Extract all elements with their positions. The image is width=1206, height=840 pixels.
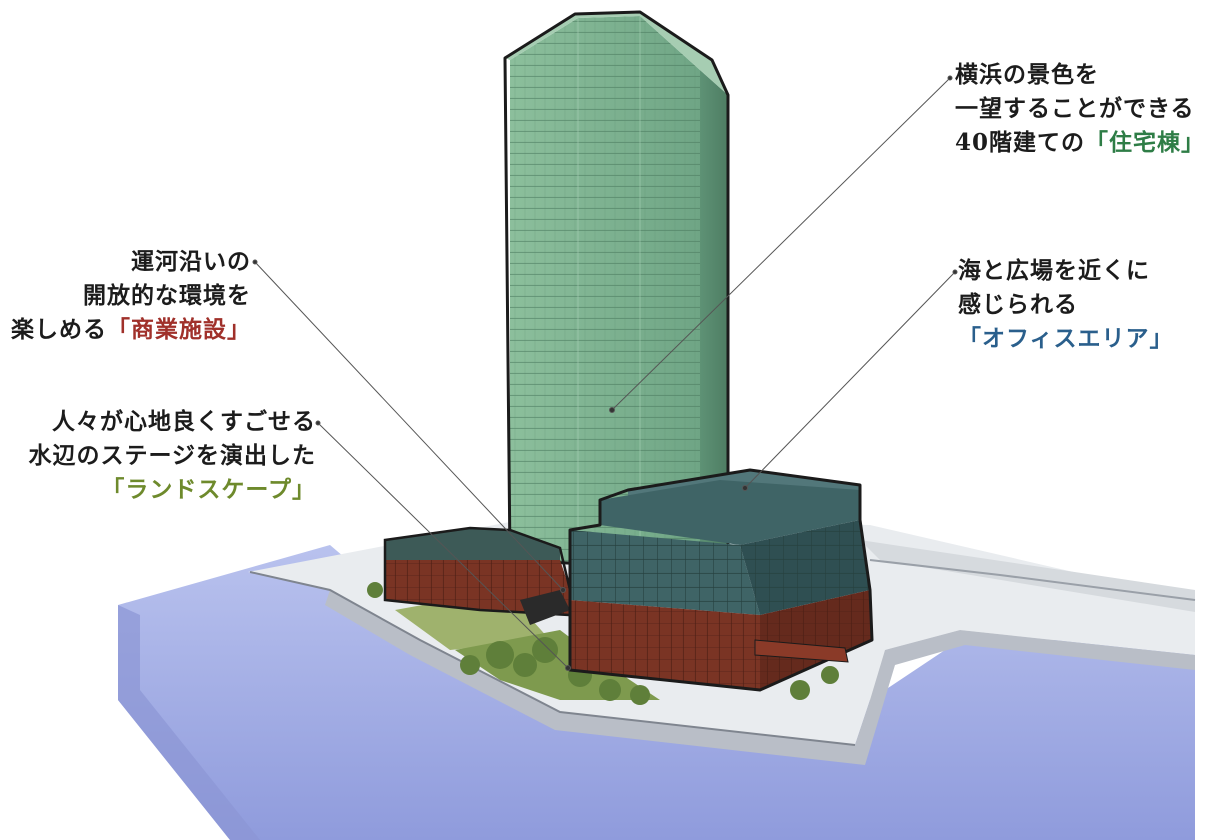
commercial-line3-prefix: 楽しめる bbox=[11, 316, 107, 343]
commercial-line1: 運河沿いの bbox=[131, 248, 251, 275]
landscape-highlight: 「ランドスケープ」 bbox=[101, 476, 316, 503]
road-markings bbox=[869, 559, 1196, 601]
water-edge bbox=[118, 605, 260, 840]
label-office: 海と広場を近くに 感じられる 「オフィスエリア」 bbox=[958, 254, 1174, 356]
tower-crown bbox=[505, 12, 728, 95]
landscape-line2: 水辺のステージを演出した bbox=[28, 442, 316, 469]
office-line1: 海と広場を近くに bbox=[958, 257, 1150, 284]
office-canopy bbox=[754, 639, 849, 663]
office-top bbox=[600, 480, 860, 545]
label-commercial: 運河沿いの 開放的な環境を 楽しめる「商業施設」 bbox=[11, 245, 251, 347]
residential-line2: 一望することができる bbox=[955, 95, 1195, 122]
office-highlight: 「オフィスエリア」 bbox=[958, 325, 1174, 352]
residential-line3-prefix: 40階建ての bbox=[955, 129, 1086, 156]
commercial-highlight: 「商業施設」 bbox=[107, 316, 251, 343]
commercial-line2: 開放的な環境を bbox=[83, 282, 251, 309]
leader-lines bbox=[252, 75, 958, 671]
seawall bbox=[325, 590, 1195, 765]
tower-side bbox=[700, 70, 728, 570]
label-residential: 横浜の景色を 一望することができる 40階建ての「住宅棟」 bbox=[955, 58, 1205, 160]
office-line2: 感じられる bbox=[958, 291, 1078, 318]
landscape-line1: 人々が心地良くすごせる bbox=[52, 408, 316, 435]
stair-bridge bbox=[520, 590, 570, 625]
residential-line1: 横浜の景色を bbox=[955, 61, 1099, 88]
railing bbox=[249, 571, 856, 746]
label-landscape: 人々が心地良くすごせる 水辺のステージを演出した 「ランドスケープ」 bbox=[28, 405, 316, 507]
road-right bbox=[860, 540, 1195, 612]
commercial-wing-roof bbox=[385, 528, 560, 560]
residential-highlight: 「住宅棟」 bbox=[1085, 129, 1206, 156]
residential-line3: 40階建ての「住宅棟」 bbox=[955, 126, 1205, 160]
commercial-line3: 楽しめる「商業施設」 bbox=[11, 313, 251, 347]
